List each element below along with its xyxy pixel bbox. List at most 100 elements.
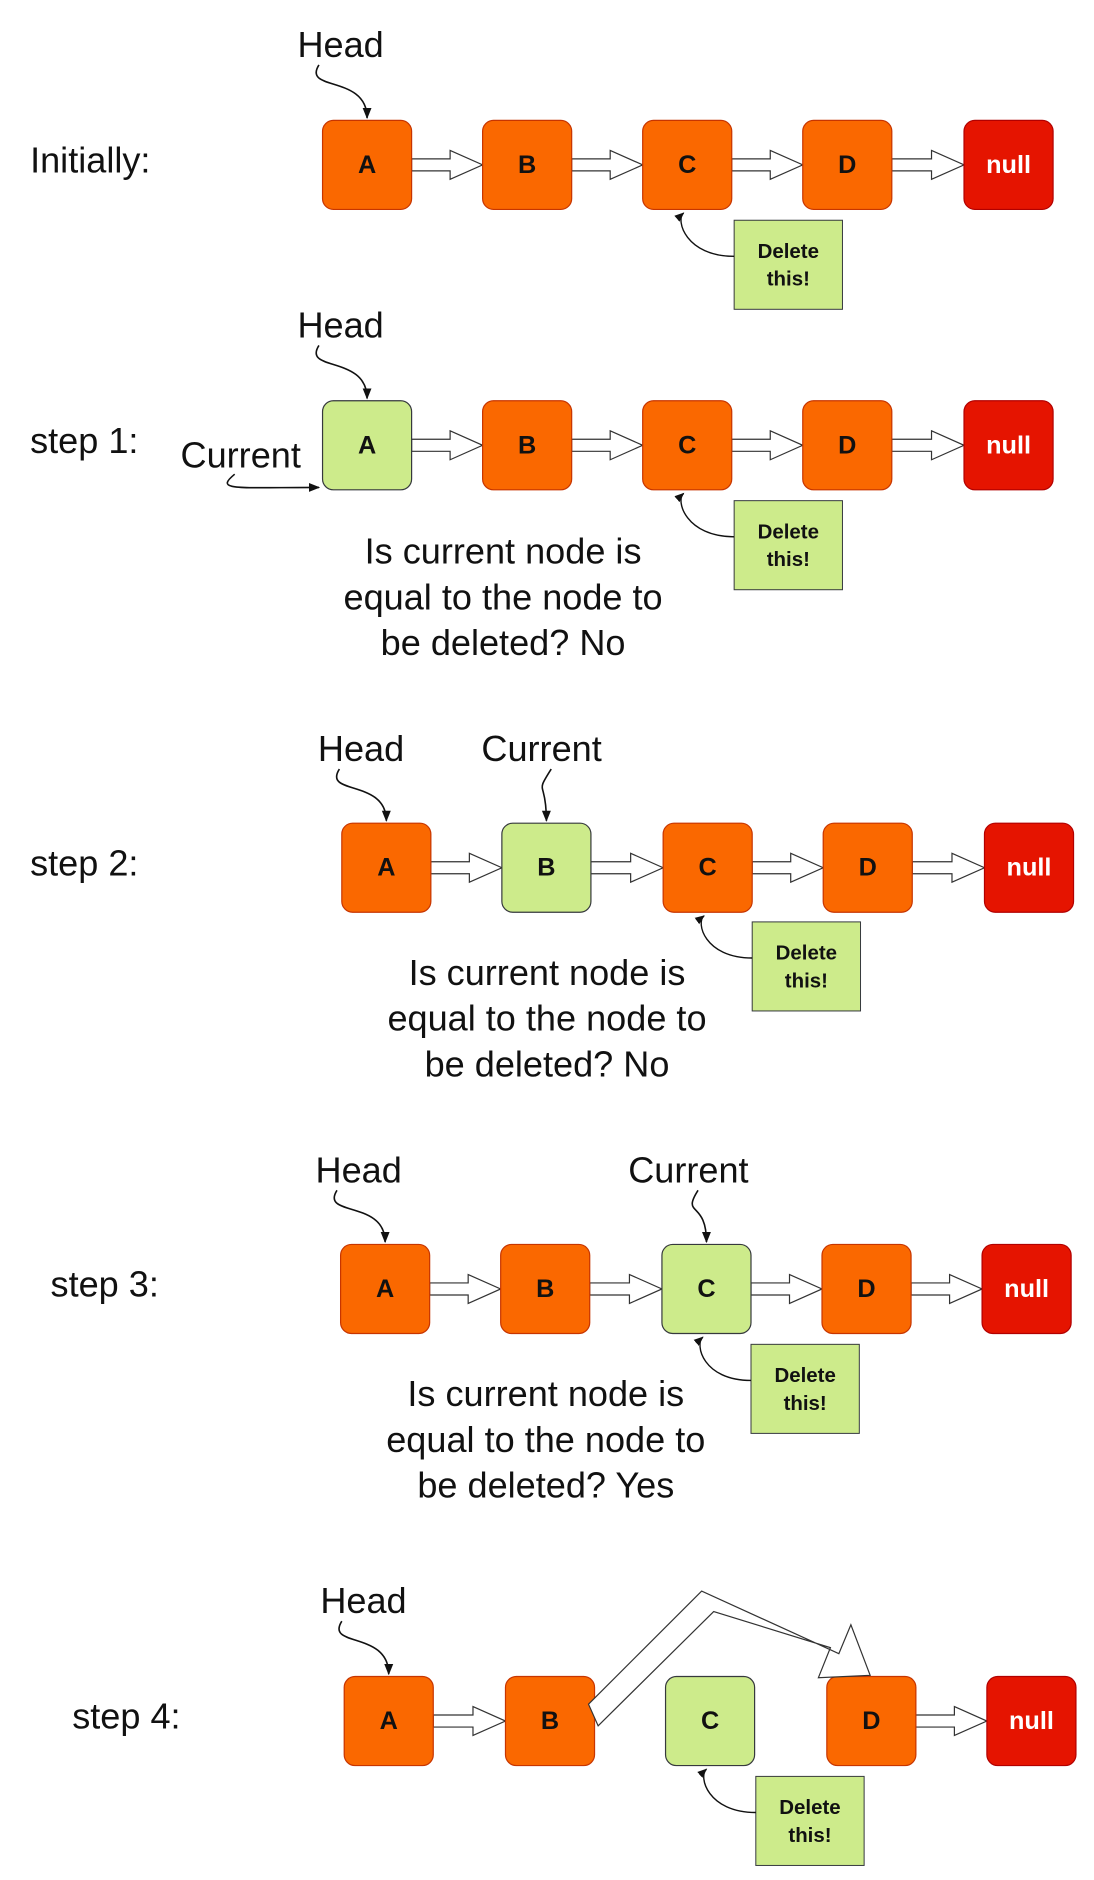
node-label: A [358,151,376,179]
head-pointer-arrow [315,64,372,120]
list-node-b [504,1675,596,1767]
node-label: null [1007,854,1052,882]
list-node-b [500,1243,591,1335]
node-label: D [838,151,856,179]
question-text: equal to the node to [387,998,706,1039]
list-node-c [662,822,753,913]
list-node-c [642,119,733,211]
question-text: be deleted? Yes [417,1465,674,1506]
delete-this-note [733,500,843,591]
step-label: step 1: [30,420,138,461]
note-pointer-arrow [674,492,735,538]
node-label: A [380,1707,398,1735]
current-pointer-arrow [691,1189,711,1244]
note-text: this! [767,268,810,291]
head-label: Head [316,1149,402,1190]
note-pointer-arrow [674,212,735,258]
link-arrow [571,149,645,181]
node-label: A [377,854,395,882]
list-node-c [664,1675,756,1767]
link-arrow [432,1705,507,1737]
question-text: Is current node is [409,952,686,993]
delete-this-note [733,219,843,310]
node-label: null [1004,1275,1049,1303]
node-label: A [358,431,376,459]
note-pointer-arrow [693,1336,751,1382]
head-pointer-arrow [315,344,372,400]
note-text: Delete [774,1364,835,1387]
link-arrow [589,1273,664,1305]
list-node-c [642,400,733,491]
link-arrow [750,1273,824,1305]
step-label: Initially: [30,140,150,181]
note-text: this! [784,1392,827,1415]
current-pointer-arrow [541,768,552,822]
list-node-b [482,400,573,491]
node-label: C [697,1275,715,1303]
question-text: equal to the node to [386,1419,705,1460]
link-arrow [411,429,485,461]
head-label: Head [297,304,383,345]
node-label: B [518,431,536,459]
node-label: D [857,1275,875,1303]
node-label: D [859,854,877,882]
node-label: C [701,1707,719,1735]
null-node [981,1243,1072,1335]
question-text: be deleted? No [425,1043,670,1084]
link-arrow [731,149,805,181]
list-node-c [661,1243,752,1335]
step-label: step 2: [30,842,138,883]
head-pointer-arrow [333,1189,390,1244]
link-arrow [590,852,665,884]
head-label: Head [318,728,404,769]
head-label: Head [297,24,383,65]
delete-this-note [750,1343,860,1434]
node-label: A [376,1275,394,1303]
bypass-arrow [587,1590,872,1727]
link-arrow [910,1273,984,1305]
null-node [963,119,1054,211]
link-arrow [571,429,645,461]
current-pointer-arrow [226,473,321,492]
list-node-d [802,119,893,211]
node-label: null [1009,1707,1054,1735]
delete-this-note [755,1775,865,1866]
current-label: Current [481,728,601,769]
list-node-b [482,119,573,211]
node-label: B [518,151,536,179]
link-arrow [411,149,485,181]
link-arrow [891,429,966,461]
node-label: B [541,1707,559,1735]
list-node-d [822,822,913,913]
link-arrow [891,149,966,181]
head-label: Head [320,1580,406,1621]
list-node-a [339,1243,431,1335]
link-arrow [911,852,986,884]
link-arrow [430,852,504,884]
note-text: this! [785,969,828,992]
list-node-d [802,400,893,491]
step-label: step 3: [51,1264,159,1305]
list-node-b [501,822,592,913]
node-label: C [678,151,696,179]
current-label: Current [181,434,301,475]
list-node-a [343,1675,434,1767]
question-text: equal to the node to [344,576,663,617]
note-text: this! [788,1824,831,1847]
null-node [963,400,1054,491]
link-arrow [731,429,805,461]
note-text: this! [767,548,810,571]
note-text: Delete [776,942,837,965]
note-text: Delete [758,520,819,543]
null-node [983,822,1075,913]
question-text: Is current node is [365,531,642,572]
node-label: C [678,431,696,459]
node-label: null [986,151,1031,179]
node-label: B [536,1275,554,1303]
